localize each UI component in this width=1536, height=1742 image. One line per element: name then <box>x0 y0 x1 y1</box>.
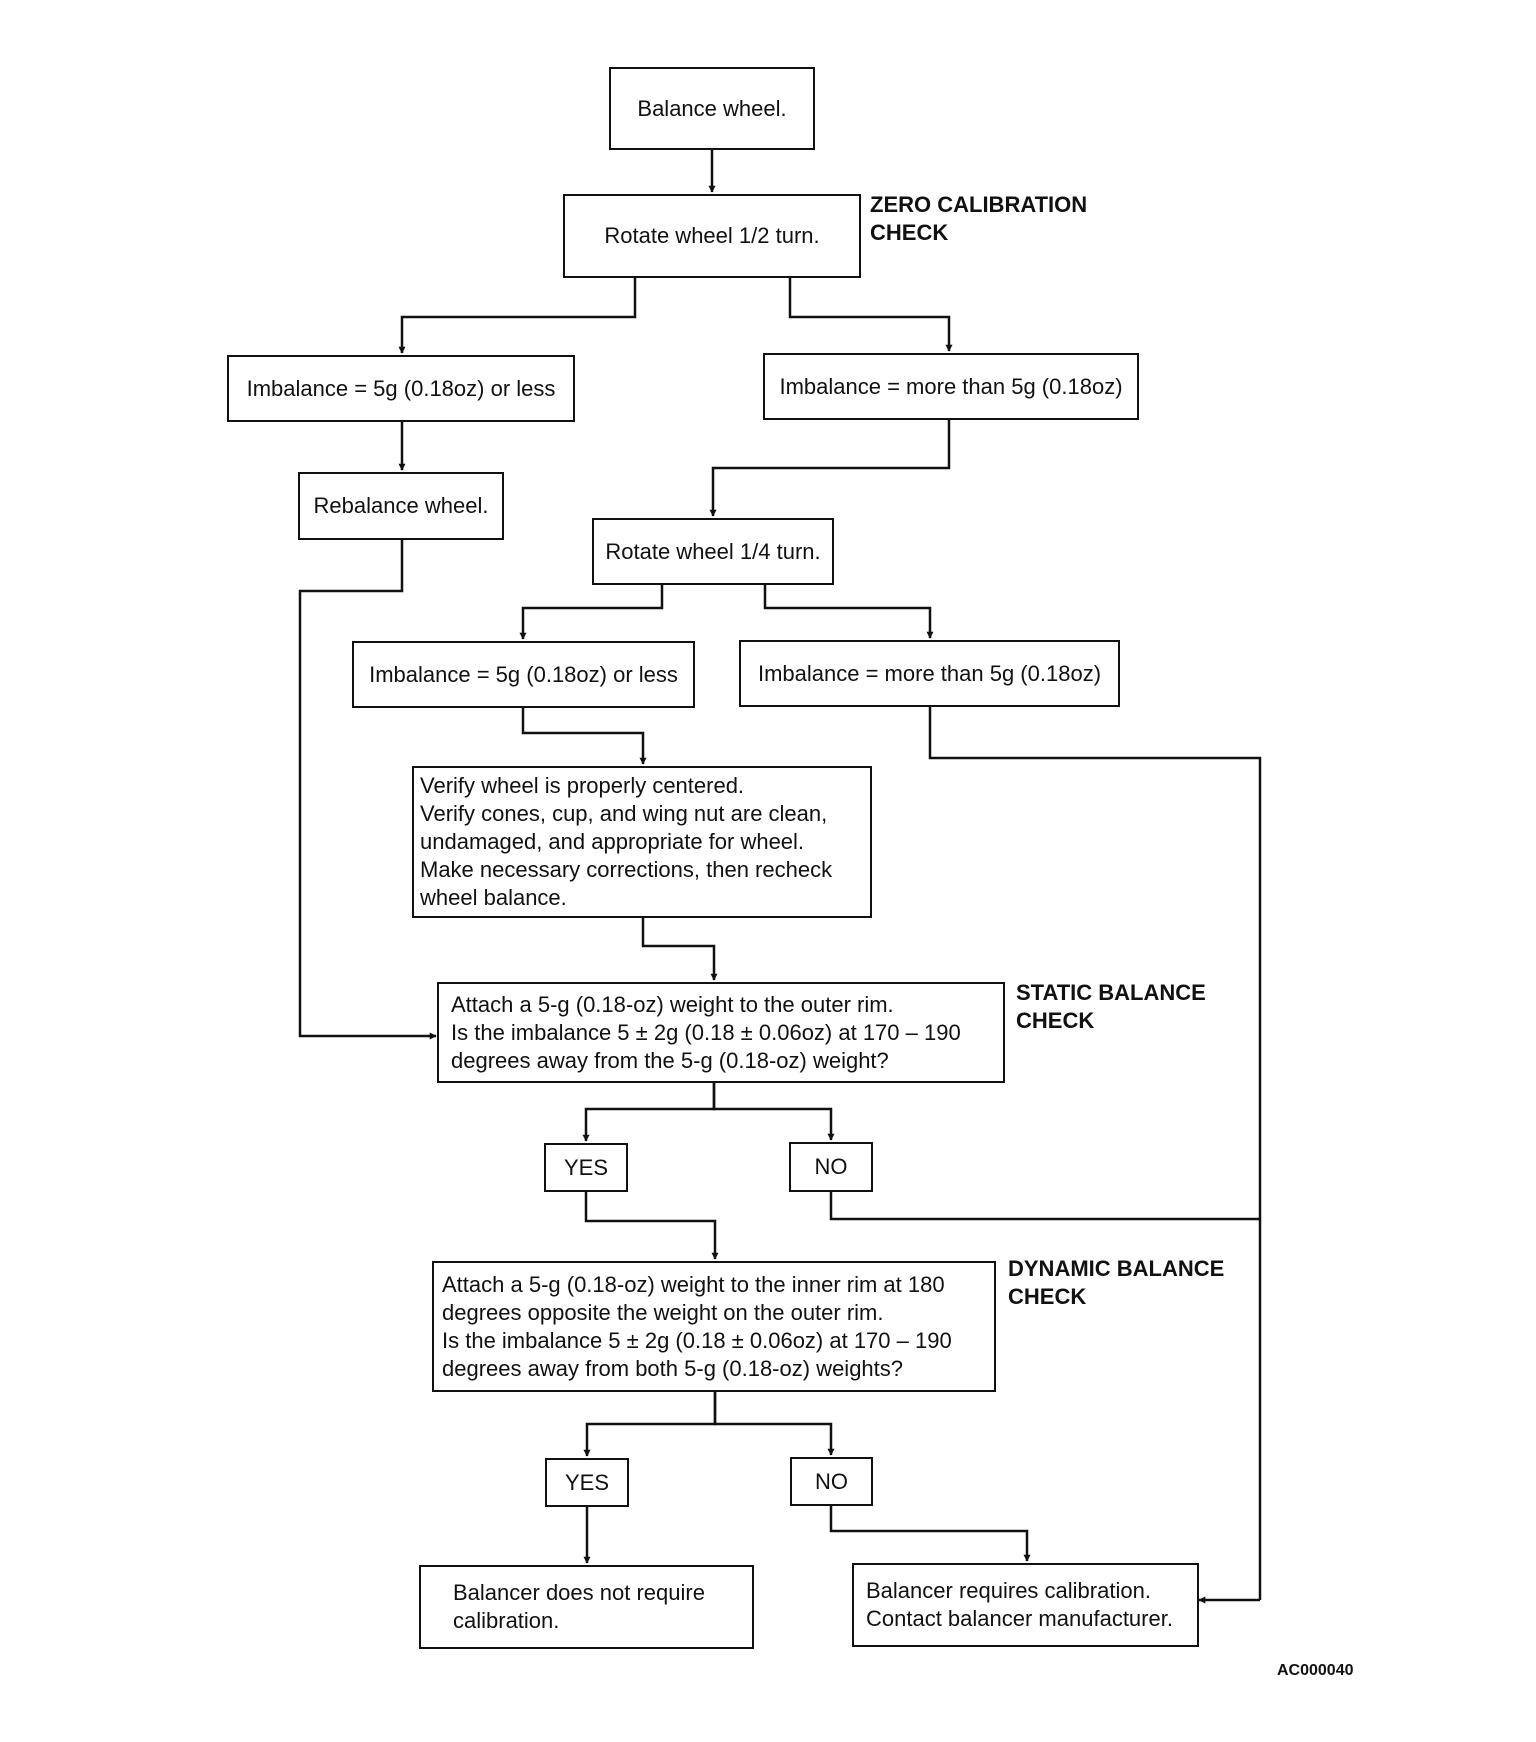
arrow-static-step-to-no-1 <box>712 1083 835 1141</box>
no-box-2: NO <box>790 1457 873 1506</box>
line-imbalance-more-2-to-right-rail <box>928 707 1262 1600</box>
verify-wheel-box: Verify wheel is properly centered. Verif… <box>412 766 872 918</box>
imbalance-more-box-2: Imbalance = more than 5g (0.18oz) <box>739 640 1120 707</box>
rebalance-wheel-box: Rebalance wheel. <box>298 472 504 540</box>
calibration-required-box: Balancer requires calibration. Contact b… <box>852 1563 1199 1647</box>
zero-calibration-check-label: ZERO CALIBRATION CHECK <box>870 192 1088 245</box>
arrow-no-2-to-requires-calibration <box>829 1506 1031 1562</box>
arrow-imbalance-more-1-to-rotate-quarter <box>709 420 951 517</box>
imbalance-more-box-1: Imbalance = more than 5g (0.18oz) <box>763 353 1139 420</box>
yes-box-2: YES <box>545 1458 629 1507</box>
arrow-rotate-half-to-imbalance-less-1 <box>398 278 637 354</box>
arrow-rotate-quarter-to-imbalance-more-2 <box>763 585 934 639</box>
rotate-quarter-turn-box: Rotate wheel 1/4 turn. <box>592 518 834 585</box>
start-box: Balance wheel. <box>609 67 815 150</box>
imbalance-less-box-1: Imbalance = 5g (0.18oz) or less <box>227 355 575 422</box>
arrow-static-step-to-yes-1 <box>582 1083 716 1142</box>
arrow-rotate-half-to-imbalance-more-1 <box>788 278 953 352</box>
arrow-dynamic-step-to-yes-2 <box>583 1392 717 1457</box>
static-balance-check-label: STATIC BALANCE CHECK <box>1016 980 1206 1033</box>
static-balance-step-box: Attach a 5-g (0.18-oz) weight to the out… <box>437 982 1005 1083</box>
dynamic-balance-check-label: DYNAMIC BALANCE CHECK <box>1008 1256 1225 1309</box>
rotate-half-turn-box: Rotate wheel 1/2 turn. <box>563 194 861 278</box>
arrow-rebalance-to-static-step <box>298 540 437 1040</box>
arrow-dynamic-step-to-no-2 <box>713 1392 835 1456</box>
yes-box-1: YES <box>544 1143 628 1192</box>
no-box-1: NO <box>789 1142 873 1192</box>
figure-code: AC000040 <box>1277 1662 1354 1679</box>
no-calibration-required-box: Balancer does not require calibration. <box>419 1565 754 1649</box>
arrow-rotate-quarter-to-imbalance-less-2 <box>519 585 664 640</box>
arrow-yes-1-to-dynamic-step <box>584 1192 719 1260</box>
line-no-1-to-right-rail <box>829 1192 1260 1221</box>
arrow-verify-to-static-step <box>641 918 718 981</box>
arrow-imbalance-less-2-to-verify <box>521 708 647 765</box>
dynamic-balance-step-box: Attach a 5-g (0.18-oz) weight to the inn… <box>432 1261 996 1392</box>
imbalance-less-box-2: Imbalance = 5g (0.18oz) or less <box>352 641 695 708</box>
